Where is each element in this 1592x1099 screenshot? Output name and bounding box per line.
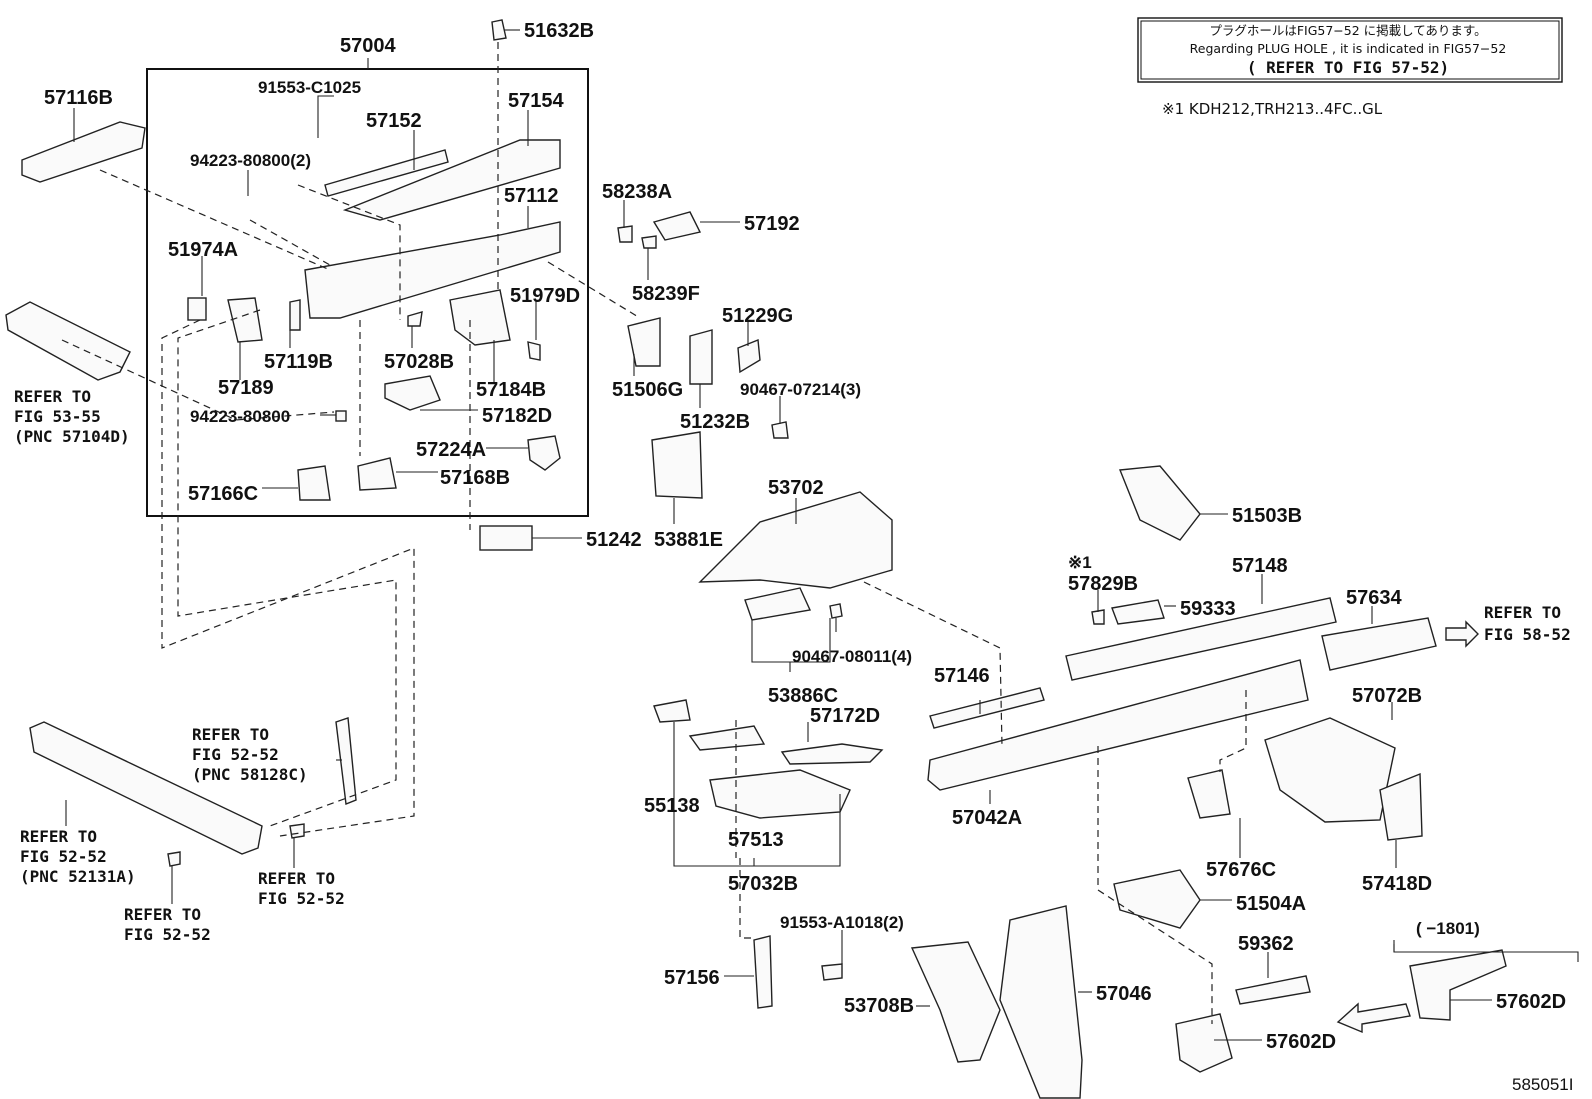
label-57189: 57189 — [218, 377, 274, 399]
svg-text:(PNC 52131A): (PNC 52131A) — [20, 867, 136, 886]
label-57119B: 57119B — [264, 351, 333, 373]
svg-text:FIG 52-52: FIG 52-52 — [20, 847, 107, 866]
refer-fig-52-52-bottom: REFER TO FIG 52-52 — [124, 905, 211, 944]
svg-text:(PNC 57104D): (PNC 57104D) — [14, 427, 130, 446]
notice-line-jp: プラグホールはFIG57−52 に掲載してあります。 — [1209, 23, 1486, 38]
part-labels: 57004 51632B 57116B 91553-C1025 57152 57… — [44, 20, 1573, 1094]
label-57072B: 57072B — [1352, 685, 1422, 707]
label-57166C: 57166C — [188, 483, 258, 505]
label-57028B: 57028B — [384, 351, 454, 373]
label-57172D: 57172D — [810, 705, 880, 727]
svg-text:REFER TO: REFER TO — [14, 387, 91, 406]
refer-fig-52-52-right: REFER TO FIG 52-52 — [258, 869, 345, 908]
label-57676C: 57676C — [1206, 859, 1276, 881]
label-91553-A1018-2: 91553-A1018(2) — [780, 913, 904, 932]
label-57046: 57046 — [1096, 983, 1152, 1005]
svg-text:REFER TO: REFER TO — [258, 869, 335, 888]
connector-lines — [61, 29, 1579, 1041]
image-code: 585051I — [1512, 1075, 1573, 1094]
label-57168B: 57168B — [440, 467, 510, 489]
label-1801: ( −1801) — [1416, 919, 1480, 938]
svg-text:FIG 52-52: FIG 52-52 — [258, 889, 345, 908]
label-51979D: 51979D — [510, 285, 580, 307]
svg-text:REFER TO: REFER TO — [124, 905, 201, 924]
label-57004: 57004 — [340, 35, 396, 57]
label-57152: 57152 — [366, 110, 422, 132]
label-57146: 57146 — [934, 665, 990, 687]
label-53708B: 53708B — [844, 995, 914, 1017]
label-94223-80800-2: 94223-80800(2) — [190, 151, 311, 170]
label-53886C: 53886C — [768, 685, 838, 707]
label-51506G: 51506G — [612, 379, 683, 401]
label-57634: 57634 — [1346, 587, 1402, 609]
label-94223-80800: 94223-80800 — [190, 407, 290, 426]
label-57513: 57513 — [728, 829, 784, 851]
applicability-note: ※1 KDH212,TRH213..4FC..GL — [1162, 100, 1383, 118]
label-57042A: 57042A — [952, 807, 1022, 829]
refer-fig-53-55: REFER TO FIG 53-55 (PNC 57104D) — [14, 387, 130, 446]
svg-text:REFER TO: REFER TO — [1484, 603, 1561, 622]
svg-text:FIG 52-52: FIG 52-52 — [192, 745, 279, 764]
label-90467-08011-4: 90467-08011(4) — [792, 647, 912, 666]
svg-text:REFER TO: REFER TO — [20, 827, 97, 846]
label-57032B: 57032B — [728, 873, 798, 895]
label-57224A: 57224A — [416, 439, 486, 461]
notice-refer: ( REFER TO FIG 57-52) — [1247, 58, 1449, 77]
svg-text:REFER TO: REFER TO — [192, 725, 269, 744]
label-51504A: 51504A — [1236, 893, 1306, 915]
label-51232B: 51232B — [680, 411, 750, 433]
label-57184B: 57184B — [476, 379, 546, 401]
svg-text:FIG 58-52: FIG 58-52 — [1484, 625, 1571, 644]
notice-line-en: Regarding PLUG HOLE , it is indicated in… — [1190, 41, 1507, 56]
label-57116B: 57116B — [44, 87, 113, 109]
label-51242: 51242 — [586, 529, 642, 551]
label-57182D: 57182D — [482, 405, 552, 427]
label-51974A: 51974A — [168, 239, 238, 261]
svg-text:FIG 52-52: FIG 52-52 — [124, 925, 211, 944]
label-59333: 59333 — [1180, 598, 1236, 620]
part-shapes — [5, 19, 1507, 1099]
label-57602D-lower: 57602D — [1266, 1031, 1336, 1053]
label-57602D-upper: 57602D — [1496, 991, 1566, 1013]
label-57829B: 57829B — [1068, 573, 1138, 595]
label-57154: 57154 — [508, 90, 564, 112]
label-57148: 57148 — [1232, 555, 1288, 577]
refer-fig-58-52: REFER TO FIG 58-52 — [1484, 603, 1571, 644]
svg-text:FIG 53-55: FIG 53-55 — [14, 407, 101, 426]
label-51632B: 51632B — [524, 20, 594, 42]
label-58239F: 58239F — [632, 283, 700, 305]
label-57418D: 57418D — [1362, 873, 1432, 895]
label-59362: 59362 — [1238, 933, 1294, 955]
refer-fig-52-52-pnc-52131a: REFER TO FIG 52-52 (PNC 52131A) — [20, 827, 136, 886]
label-58238A: 58238A — [602, 181, 672, 203]
plug-hole-notice: プラグホールはFIG57−52 に掲載してあります。 Regarding PLU… — [1137, 17, 1563, 83]
label-57156: 57156 — [664, 967, 720, 989]
svg-text:(PNC 58128C): (PNC 58128C) — [192, 765, 308, 784]
label-57829B-mark: ※1 — [1068, 553, 1092, 572]
label-53702: 53702 — [768, 477, 824, 499]
label-51229G: 51229G — [722, 305, 793, 327]
label-57192: 57192 — [744, 213, 800, 235]
label-53881E: 53881E — [654, 529, 723, 551]
label-90467-07214-3: 90467-07214(3) — [740, 380, 861, 399]
label-55138: 55138 — [644, 795, 700, 817]
label-57112: 57112 — [504, 185, 559, 207]
refer-fig-52-52-pnc-58128c: REFER TO FIG 52-52 (PNC 58128C) — [192, 725, 308, 784]
label-51503B: 51503B — [1232, 505, 1302, 527]
label-91553-C1025: 91553-C1025 — [258, 78, 361, 97]
